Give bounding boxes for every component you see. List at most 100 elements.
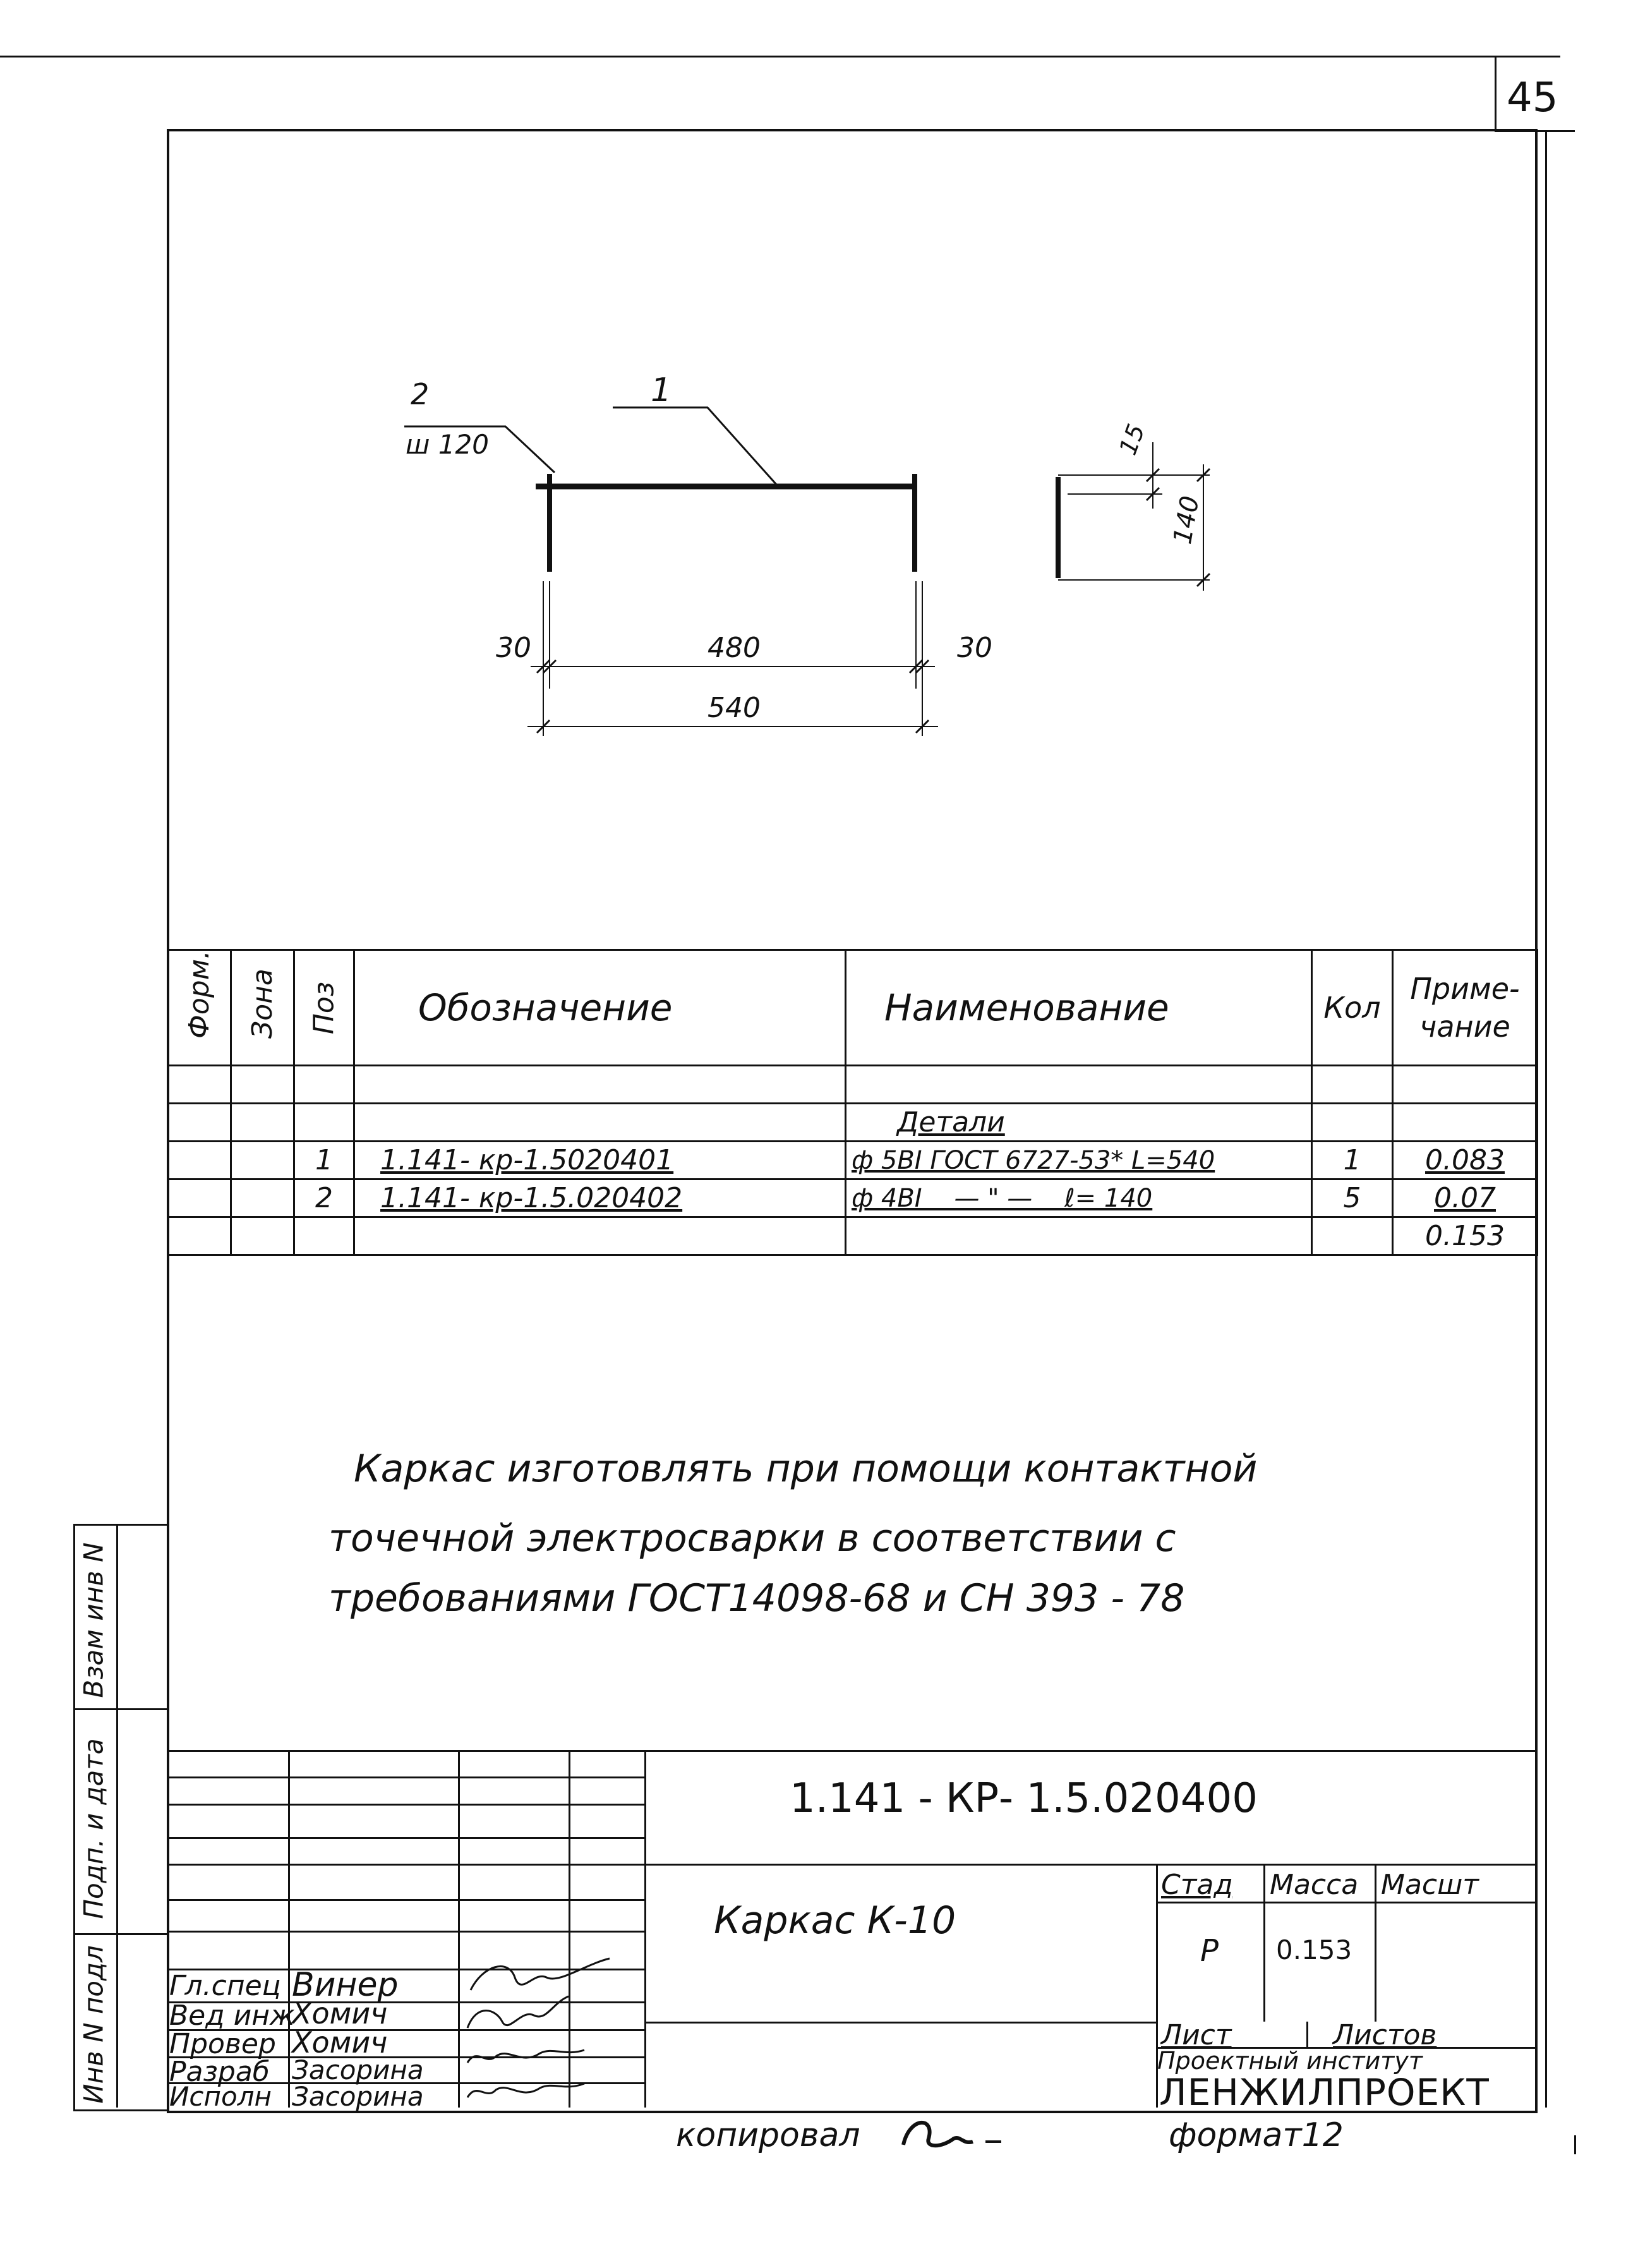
leader-label-pos2: 2 <box>411 377 429 411</box>
sig-grid-hline <box>167 1776 644 1778</box>
col-header-qty: Кол <box>1311 949 1394 1066</box>
table-row: 2 1.141- кр-1.5.020402 ф 4ВI — " — ℓ= 14… <box>167 1178 1538 1218</box>
top-trim-line <box>0 56 1560 57</box>
sig-grid-hline <box>167 1864 644 1866</box>
sig-grid-vline <box>288 1750 290 2108</box>
row-note: 0.083 <box>1392 1140 1538 1180</box>
leader-label-pos2-spacing: ш 120 <box>406 429 489 460</box>
role-name: Засорина <box>292 2054 424 2085</box>
instruction-line-1: Каркас изготовлять при помощи контактной <box>354 1447 1258 1491</box>
signature-khomich <box>466 1995 569 2029</box>
sig-grid-hline <box>167 1899 644 1901</box>
sig-grid-hline <box>167 1931 644 1933</box>
col-header-pos: Поз <box>293 949 355 1066</box>
stage-value: Р <box>1200 1933 1219 1969</box>
sig-grid-hline <box>167 2082 644 2084</box>
copier-signature <box>901 2121 1001 2148</box>
frame-drawing: 1 2 ш 120 30 480 30 540 15 140 <box>404 371 1211 736</box>
title-block-top <box>167 1750 1535 1752</box>
leader-pos1 <box>613 406 778 486</box>
tb-grid-hline <box>1156 1902 1535 1903</box>
role-label: Разраб <box>169 2056 270 2088</box>
right-margin-line <box>1545 130 1547 2108</box>
role-label: Гл.спец <box>169 1970 281 2002</box>
spec-row-empty <box>167 1065 1538 1104</box>
role-name: Хомич <box>292 2025 388 2060</box>
item-name: Каркас К-10 <box>714 1898 956 1943</box>
page-number: 45 <box>1507 75 1558 121</box>
row-note: 0.07 <box>1392 1178 1538 1218</box>
edge-mark <box>1574 2135 1576 2154</box>
dim-text-140: 140 <box>1168 494 1205 546</box>
sig-grid-vline <box>569 1750 570 2108</box>
spec-section-row: Детали <box>167 1102 1538 1142</box>
col-header-zone: Зона <box>230 949 295 1066</box>
sig-grid-hline <box>167 2056 644 2058</box>
row-name: ф 5ВI ГОСТ 6727-53* L=540 <box>845 1140 1313 1180</box>
sig-grid-hline <box>167 1969 644 1970</box>
institute-line-1: Проектный институт <box>1157 2047 1423 2075</box>
col-header-name: Наименование <box>845 949 1313 1066</box>
signature-marks <box>466 1957 610 2098</box>
scale-label: Масшт <box>1381 1869 1479 1901</box>
dim-text-left-30: 30 <box>496 632 531 664</box>
copied-by-label: копировал <box>676 2116 860 2154</box>
document-code: 1.141 - КР- 1.5.020400 <box>790 1775 1258 1822</box>
sheet-label: Лист <box>1161 2019 1232 2051</box>
role-label: Вед инж <box>169 2000 295 2032</box>
dim-text-right-30: 30 <box>957 632 992 664</box>
instruction-line-2: точечной электросварки в соответствии с <box>328 1516 1176 1560</box>
signature-viner <box>469 1957 610 1991</box>
spec-header-row: Форм. Зона Поз Обозначение Наименование … <box>167 949 1538 1066</box>
table-row: 1 1.141- кр-1.5020401 ф 5ВI ГОСТ 6727-53… <box>167 1140 1538 1180</box>
specification-table: Форм. Зона Поз Обозначение Наименование … <box>167 949 1538 1256</box>
sig-grid-hline <box>167 1837 644 1839</box>
col-header-designation: Обозначение <box>353 949 846 1066</box>
side-stamp-vdivider <box>116 1524 118 2108</box>
row-name: ф 4ВI — " — ℓ= 140 <box>845 1178 1313 1218</box>
copier-signature-mark <box>901 2121 973 2148</box>
role-label: Исполн <box>169 2081 272 2112</box>
title-block-divider <box>644 1864 1535 1866</box>
row-qty: 5 <box>1311 1178 1394 1218</box>
role-name: Засорина <box>292 2081 424 2112</box>
dim-text-540: 540 <box>708 692 761 724</box>
mass-value: 0.153 <box>1276 1934 1352 1965</box>
row-pos: 2 <box>293 1178 355 1218</box>
role-name: Хомич <box>292 1996 388 2030</box>
sig-grid-hline <box>167 2001 644 2003</box>
total-note: 0.153 <box>1392 1216 1538 1256</box>
row-designation: 1.141- кр-1.5.020402 <box>353 1178 846 1218</box>
col-header-format: Форм. <box>167 949 232 1066</box>
sheets-label: Листов <box>1333 2019 1437 2051</box>
row-qty: 1 <box>1311 1140 1394 1180</box>
row-designation: 1.141- кр-1.5020401 <box>353 1140 846 1180</box>
tb-grid-vline <box>1306 2022 1308 2047</box>
signature-zasorina <box>466 2049 585 2063</box>
side-stamp-divider <box>73 1708 167 1710</box>
side-stamp-divider <box>73 1933 167 1935</box>
role-name: Винер <box>292 1966 399 2004</box>
sig-grid-hline <box>167 2029 644 2031</box>
title-block-divider <box>644 2022 1156 2024</box>
format-label: формат12 <box>1169 2116 1344 2154</box>
side-stamp <box>73 1524 169 2111</box>
tb-grid-vline <box>1375 1864 1376 2022</box>
dim-text-15: 15 <box>1114 420 1150 458</box>
role-label: Провер <box>169 2028 276 2060</box>
institute-logo: ЛЕНЖИЛПРОЕКТ <box>1159 2071 1490 2114</box>
section-title: Детали <box>845 1102 1313 1142</box>
title-block-vdivider <box>1156 1864 1158 2108</box>
side-stamp-podp: Подп. и дата <box>78 1738 109 1919</box>
sig-grid-hline <box>167 1804 644 1806</box>
tb-grid-hline <box>1156 2047 1535 2049</box>
sig-grid-vline <box>458 1750 460 2108</box>
col-header-note: Приме- чание <box>1392 949 1538 1066</box>
mass-label: Масса <box>1270 1869 1359 1901</box>
leader-pos2 <box>404 425 556 474</box>
dim-text-480: 480 <box>708 632 761 664</box>
spec-total-row: 0.153 <box>167 1216 1538 1256</box>
row-pos: 1 <box>293 1140 355 1180</box>
instruction-line-3: требованиями ГОСТ14098-68 и СН 393 - 78 <box>328 1576 1185 1620</box>
leader-label-pos1: 1 <box>651 371 671 409</box>
